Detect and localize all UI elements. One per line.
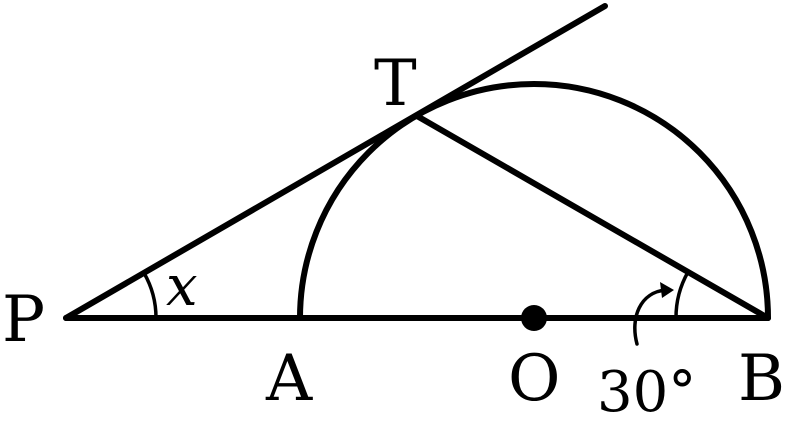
- angle-label-30: 30°: [597, 360, 696, 425]
- label-b: B: [738, 342, 785, 416]
- angle-arc-b: [674, 270, 690, 320]
- label-p: P: [2, 283, 45, 357]
- angle-pointer-curve: [633, 288, 668, 346]
- tangent-line-pt: [63, 3, 608, 321]
- center-point-o: [521, 305, 547, 331]
- angle-label-x: x: [166, 254, 198, 319]
- angle-arc-p: [142, 271, 158, 320]
- semicircle-arc: [297, 81, 771, 321]
- label-o: O: [508, 342, 560, 416]
- label-a: A: [265, 342, 313, 416]
- chord-tb: [414, 113, 771, 321]
- label-t: T: [374, 47, 417, 121]
- arrowhead-icon: [660, 282, 674, 298]
